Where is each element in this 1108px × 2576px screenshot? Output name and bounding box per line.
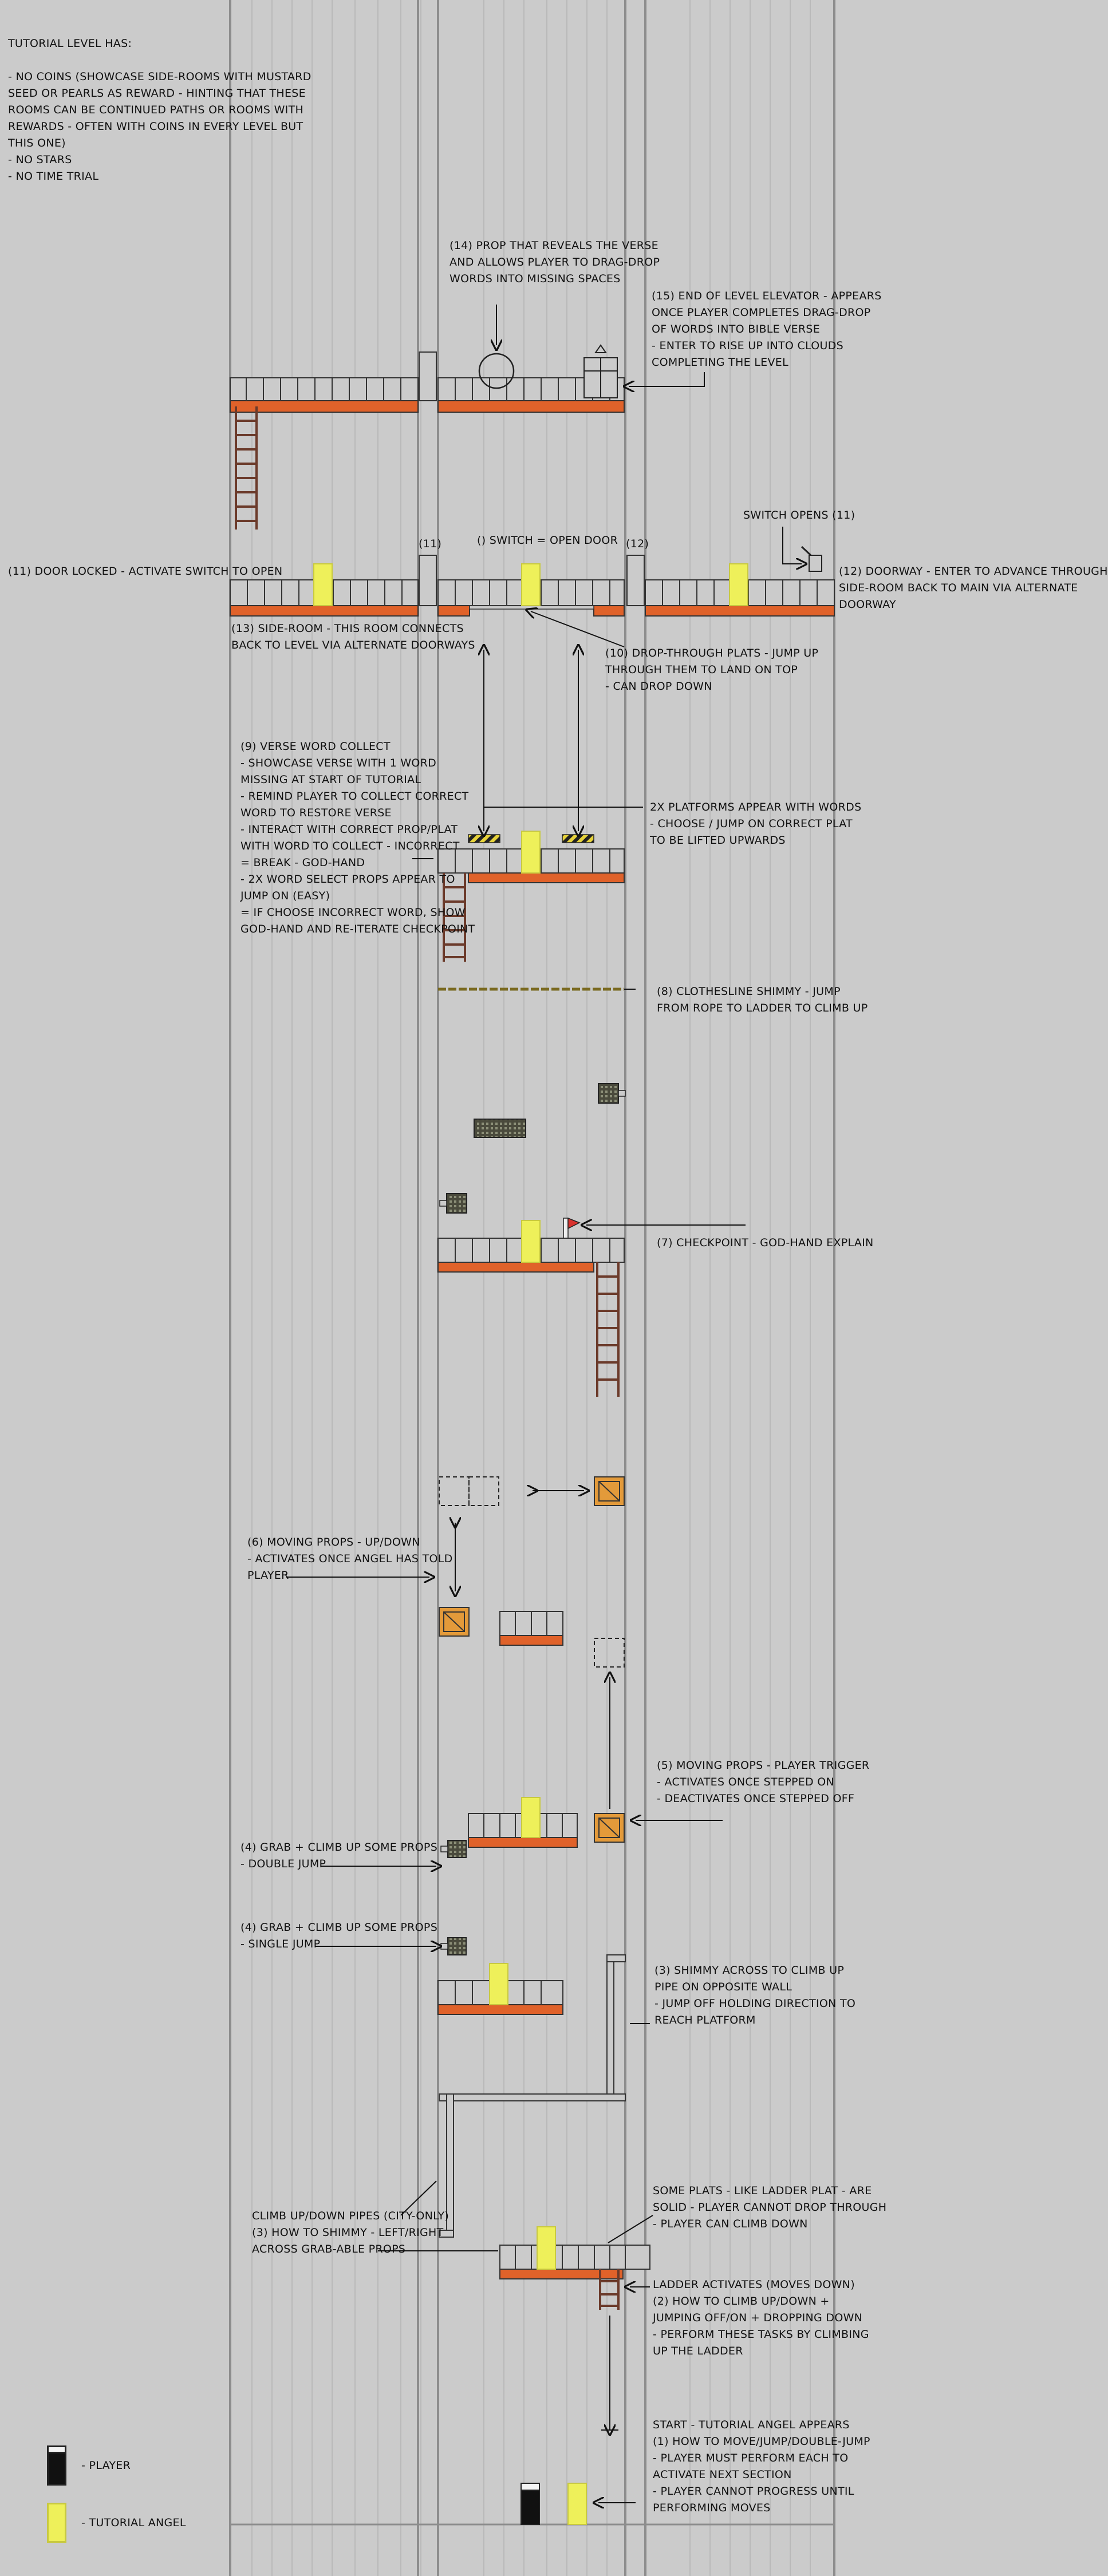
- word-plat-right: [562, 834, 594, 843]
- room-walls: [229, 0, 835, 2576]
- level-diagram-canvas: [229, 0, 835, 2576]
- note-ladder-activates: LADDER ACTIVATES (MOVES DOWN) (2) HOW TO…: [653, 2278, 869, 2357]
- note-start: START - TUTORIAL ANGEL APPEARS (1) HOW T…: [653, 2419, 870, 2514]
- elevator: [583, 344, 618, 398]
- small-platform-6: [499, 1611, 563, 1646]
- section-2-platform: [499, 2245, 650, 2279]
- note-switch-opens: SWITCH OPENS (11): [743, 509, 855, 521]
- door-11: [419, 555, 437, 606]
- section-7-ladder: [596, 1262, 620, 1397]
- intro-line: SEED OR PEARLS AS REWARD - HINTING THAT …: [8, 87, 306, 100]
- top-door: [419, 351, 437, 401]
- grab-prop-center-8: [474, 1119, 526, 1138]
- angel-left-room: [313, 563, 333, 606]
- angel-section-9: [521, 831, 541, 874]
- checkpoint-flag: [563, 1217, 581, 1240]
- note-6-moving-props: (6) MOVING PROPS - UP/DOWN - ACTIVATES O…: [247, 1536, 453, 1582]
- note-9-verse-word: (9) VERSE WORD COLLECT - SHOWCASE VERSE …: [240, 740, 475, 935]
- section-9-ladder: [443, 873, 466, 962]
- grab-prop-right-8: [598, 1083, 626, 1104]
- note-4-single-jump: (4) GRAB + CLIMB UP SOME PROPS - SINGLE …: [240, 1921, 438, 1950]
- angel-section-4b: [489, 1963, 508, 2005]
- crate-section-5: [594, 1813, 625, 1843]
- door-12: [626, 555, 645, 606]
- grab-prop-section-4a: [440, 1840, 467, 1858]
- note-14-verse-prop: (14) PROP THAT REVEALS THE VERSE AND ALL…: [449, 239, 660, 285]
- switch: [801, 546, 822, 572]
- angel-section-2: [537, 2226, 556, 2270]
- note-4-double-jump: (4) GRAB + CLIMB UP SOME PROPS - DOUBLE …: [240, 1841, 438, 1870]
- top-left-ladder: [235, 406, 258, 530]
- note-13-side-room: (13) SIDE-ROOM - THIS ROOM CONNECTS BACK…: [231, 622, 475, 651]
- top-left-platform: [230, 377, 419, 413]
- note-2x-platforms: 2X PLATFORMS APPEAR WITH WORDS - CHOOSE …: [650, 801, 862, 847]
- crate-left-6: [439, 1607, 470, 1637]
- ghost-box-b: [468, 1476, 499, 1506]
- climb-pipe-right: [606, 1954, 626, 2099]
- note-7-checkpoint: (7) CHECKPOINT - GOD-HAND EXPLAIN: [657, 1236, 874, 1249]
- intro-line: THIS ONE): [8, 137, 66, 149]
- note-15-elevator: (15) END OF LEVEL ELEVATOR - APPEARS ONC…: [652, 290, 882, 369]
- ghost-box-c: [594, 1638, 625, 1668]
- label-door-12: (12): [626, 538, 649, 550]
- column-guides: [251, 0, 811, 2576]
- grab-prop-left-7: [439, 1193, 467, 1214]
- legend-angel-label: - TUTORIAL ANGEL: [81, 2516, 186, 2529]
- note-solid-plats: SOME PLATS - LIKE LADDER PLAT - ARE SOLI…: [653, 2184, 887, 2230]
- note-3-shimmy: (3) SHIMMY ACROSS TO CLIMB UP PIPE ON OP…: [654, 1964, 856, 2026]
- legend-player-head: [47, 2445, 66, 2453]
- angel-center-door-row: [521, 563, 541, 606]
- note-8-clothesline: (8) CLOTHESLINE SHIMMY - JUMP FROM ROPE …: [657, 985, 868, 1014]
- note-11-door-locked: (11) DOOR LOCKED - ACTIVATE SWITCH TO OP…: [8, 565, 283, 578]
- crate-right-6: [594, 1476, 625, 1506]
- ghost-box-a: [439, 1476, 470, 1506]
- note-5-player-trigger: (5) MOVING PROPS - PLAYER TRIGGER - ACTI…: [657, 1759, 870, 1805]
- angel-section-7: [521, 1220, 541, 1263]
- label-door-11: (11): [419, 538, 442, 550]
- intro-line: ROOMS CAN BE CONTINUED PATHS OR ROOMS WI…: [8, 104, 304, 116]
- shimmy-pipe-horizontal: [439, 2093, 626, 2101]
- section-2-ladder: [599, 2269, 620, 2310]
- angel-start: [567, 2483, 587, 2525]
- intro-list: - NO COINS (SHOWCASE SIDE-ROOMS WITH MUS…: [8, 69, 311, 185]
- intro-line: - NO COINS (SHOWCASE SIDE-ROOMS WITH MUS…: [8, 70, 311, 83]
- verse-prop-circle: [478, 353, 515, 389]
- note-10-drop-through: (10) DROP-THROUGH PLATS - JUMP UP THROUG…: [605, 647, 819, 693]
- note-climb-pipes: CLIMB UP/DOWN PIPES (CITY-ONLY) (3) HOW …: [252, 2210, 449, 2255]
- angel-right-room: [729, 563, 748, 606]
- intro-line: - NO STARS: [8, 153, 72, 166]
- angel-section-5: [521, 1797, 541, 1838]
- legend-angel-swatch: [47, 2503, 66, 2543]
- intro-line: - NO TIME TRIAL: [8, 170, 99, 183]
- intro-title: TUTORIAL LEVEL HAS:: [8, 37, 132, 50]
- note-12-doorway: (12) DOORWAY - ENTER TO ADVANCE THROUGH …: [839, 565, 1108, 611]
- legend-player-label: - PLAYER: [81, 2459, 131, 2472]
- climb-pipe-left: [439, 2093, 454, 2238]
- grab-prop-section-4b: [440, 1937, 467, 1955]
- note-switch: () SWITCH = OPEN DOOR: [477, 534, 618, 547]
- intro-line: REWARDS - OFTEN WITH COINS IN EVERY LEVE…: [8, 120, 303, 133]
